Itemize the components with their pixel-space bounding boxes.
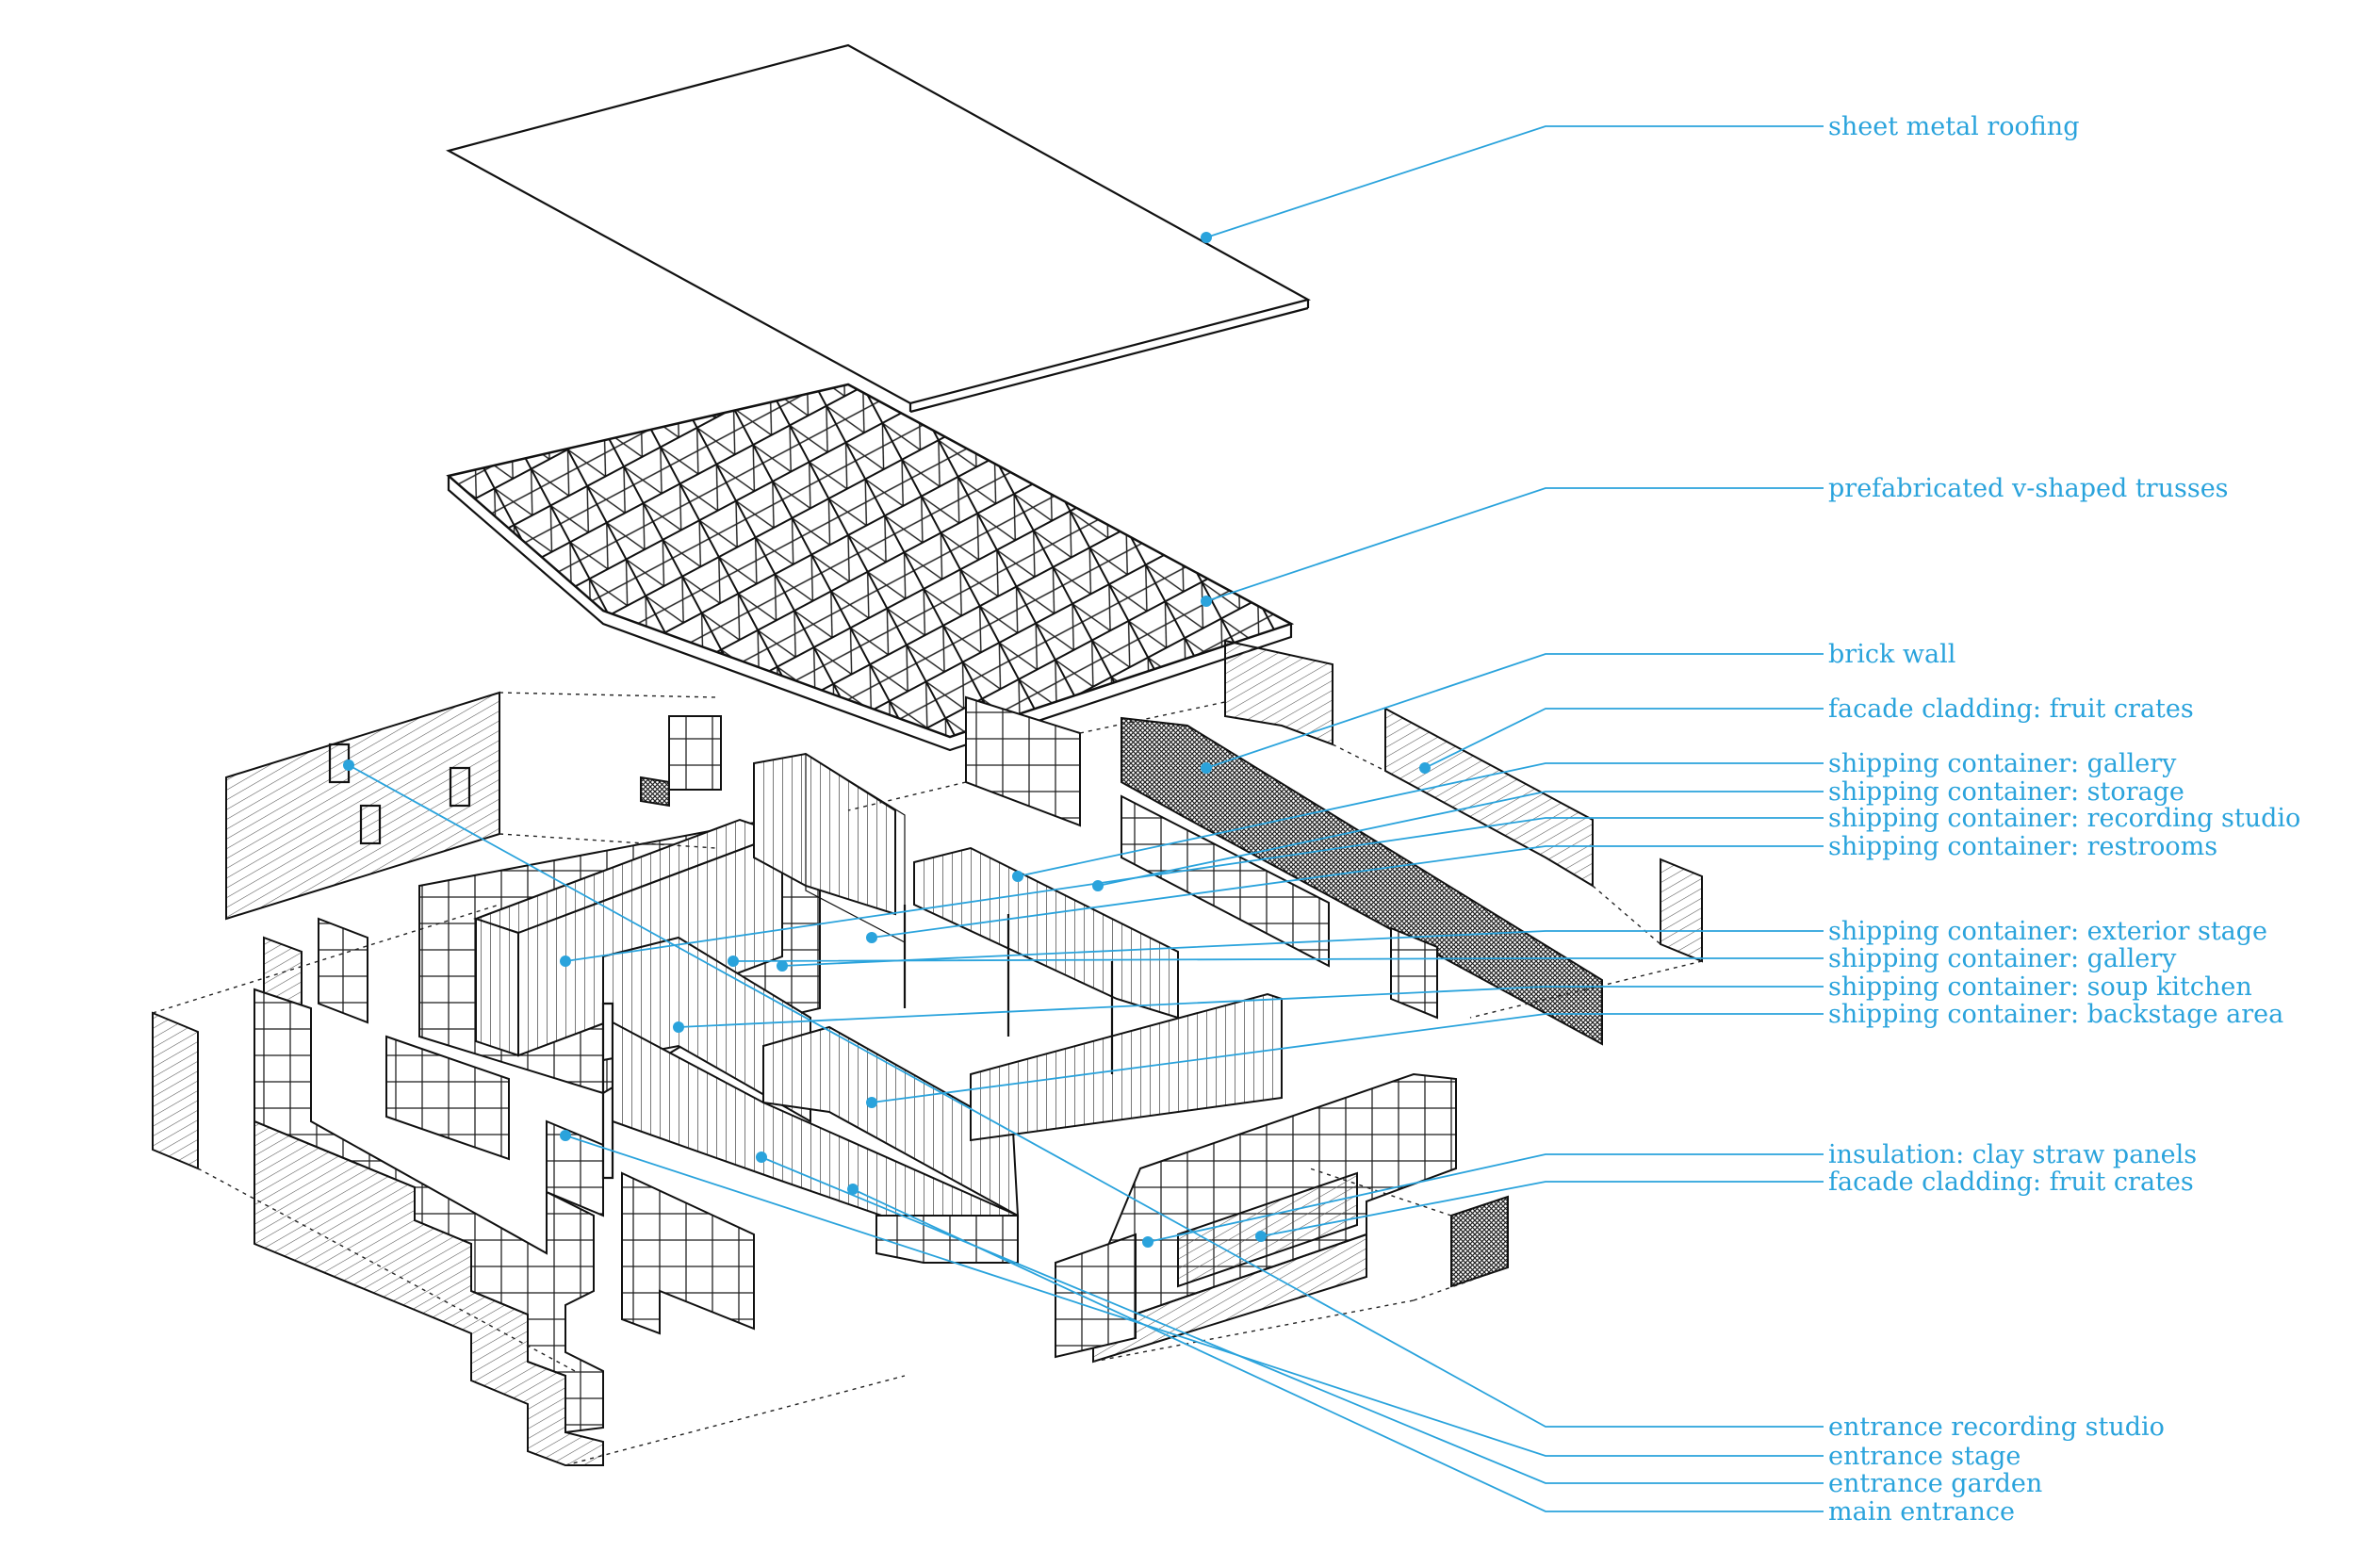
label-brick-wall: brick wall — [1828, 640, 1955, 669]
label-prefabricated-trusses: prefabricated v-shaped trusses — [1828, 474, 2229, 503]
sheet-metal-roof-panel — [446, 43, 1311, 414]
floor-projection-dashes — [152, 692, 1703, 1466]
container-block-center — [601, 752, 1020, 1265]
brick-wall-panel — [1121, 716, 1603, 1046]
left-facade-cladding — [254, 988, 755, 1466]
leader-lines — [348, 125, 1824, 1512]
leader-dots — [343, 232, 1431, 1248]
label-container-restrooms: shipping container: restrooms — [1828, 832, 2217, 861]
label-container-backstage: shipping container: backstage area — [1828, 1000, 2283, 1029]
label-container-soup-kitchen: shipping container: soup kitchen — [1828, 972, 2252, 1002]
label-container-exterior-stage: shipping container: exterior stage — [1828, 917, 2267, 946]
label-entrance-stage: entrance stage — [1828, 1442, 2021, 1471]
truss-grid — [446, 383, 1295, 752]
label-insulation: insulation: clay straw panels — [1828, 1140, 2197, 1169]
label-facade-cladding-fruit-crates: facade cladding: fruit crates — [1828, 694, 2194, 724]
facade-panels-upper-right — [965, 639, 1703, 1288]
label-facade-cladding-fruit-crates-2: facade cladding: fruit crates — [1828, 1168, 2194, 1197]
label-entrance-recording-studio: entrance recording studio — [1828, 1413, 2165, 1442]
label-entrance-garden: entrance garden — [1828, 1469, 2042, 1498]
labels: sheet metal roofing prefabricated v-shap… — [1828, 112, 2300, 1527]
label-container-gallery-2: shipping container: gallery — [1828, 944, 2177, 973]
label-sheet-metal-roofing: sheet metal roofing — [1828, 112, 2079, 141]
label-main-entrance: main entrance — [1828, 1497, 2015, 1527]
label-container-gallery: shipping container: gallery — [1828, 749, 2177, 778]
label-container-storage: shipping container: storage — [1828, 777, 2184, 807]
container-block-right — [903, 846, 1283, 1142]
label-container-recording-studio: shipping container: recording studio — [1828, 804, 2300, 833]
